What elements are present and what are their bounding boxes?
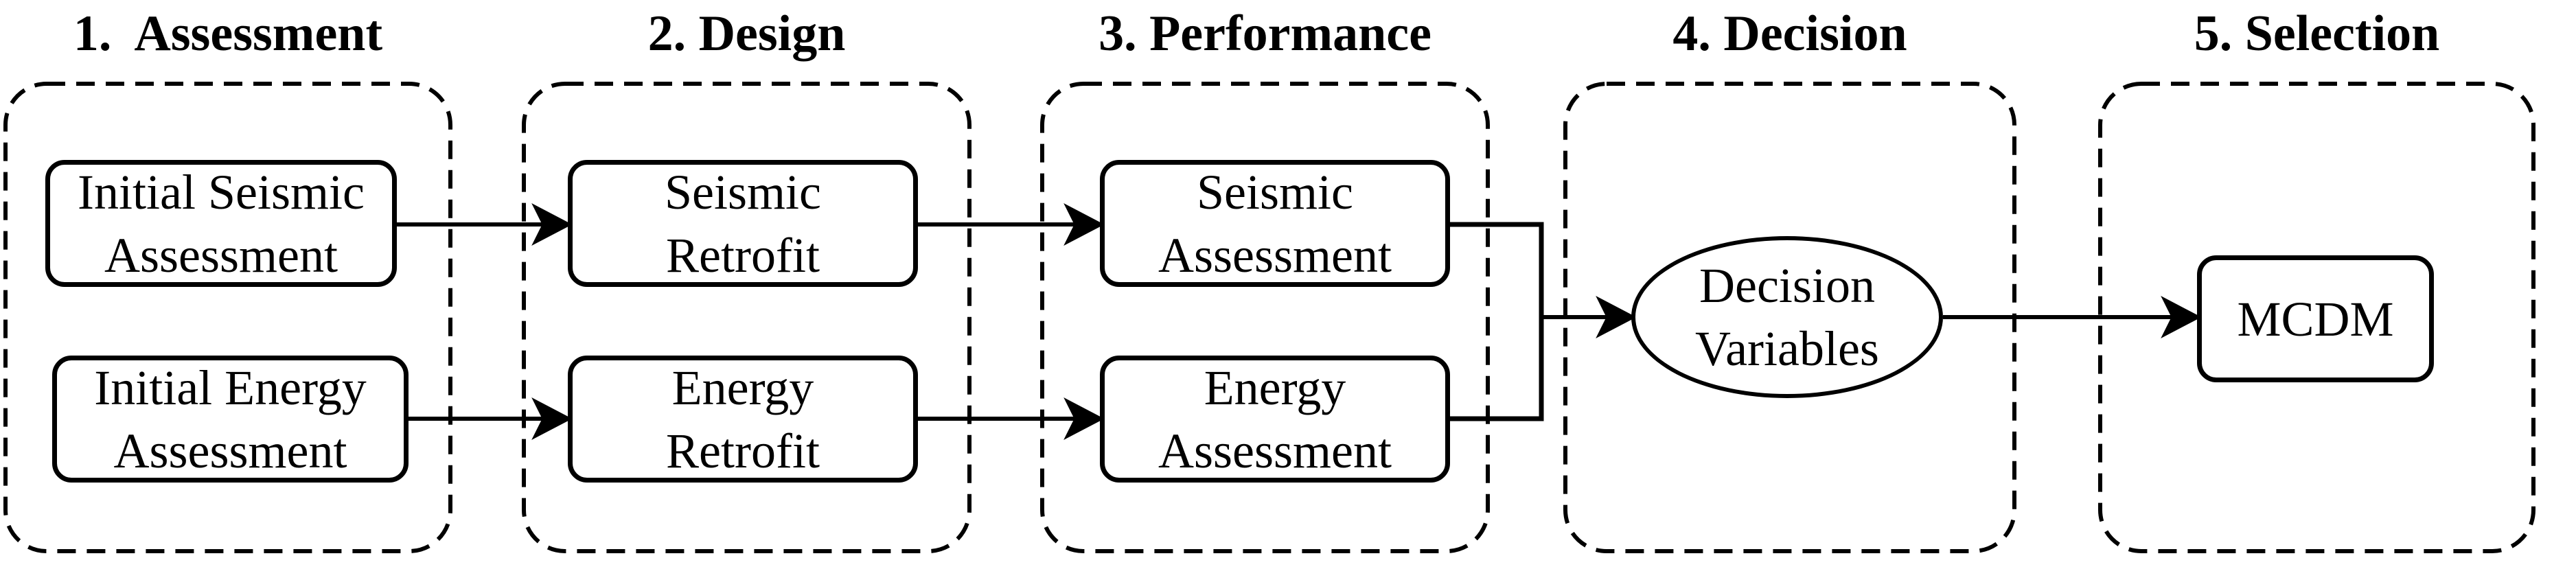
node-seismic-retrofit: Seismic Retrofit xyxy=(568,160,918,287)
arrow-merge-to-decision-variables xyxy=(1541,296,1637,338)
node-energy-retrofit: Energy Retrofit xyxy=(568,356,918,483)
stage-title-decision: 4. Decision xyxy=(1672,5,1907,62)
stage-frame-performance xyxy=(1040,82,1490,553)
arrow-decision-variables-to-mcdm xyxy=(1943,296,2202,338)
arrow-initial-seismic-to-seismic-retrofit xyxy=(397,203,573,246)
stage-title-design: 2. Design xyxy=(647,5,846,62)
arrow-seismic-retrofit-to-seismic-assessment xyxy=(918,203,1105,246)
node-initial-seismic-assessment: Initial Seismic Assessment xyxy=(45,160,397,287)
node-mcdm: MCDM xyxy=(2197,255,2434,382)
stage-title-assessment: 1. Assessment xyxy=(73,5,383,62)
node-seismic-assessment: Seismic Assessment xyxy=(1100,160,1450,287)
node-energy-assessment: Energy Assessment xyxy=(1100,356,1450,483)
stage-title-selection: 5. Selection xyxy=(2194,5,2440,62)
stage-title-performance: 3. Performance xyxy=(1099,5,1431,62)
stage-frame-design xyxy=(522,82,971,553)
arrow-energy-retrofit-to-energy-assessment xyxy=(918,397,1105,440)
stage-frame-selection xyxy=(2098,82,2535,553)
stage-frame-assessment xyxy=(3,82,452,553)
arrow-initial-energy-to-energy-retrofit xyxy=(409,397,573,440)
merge-junction-connector xyxy=(1449,222,1544,421)
node-initial-energy-assessment: Initial Energy Assessment xyxy=(52,356,409,483)
node-decision-variables: Decision Variables xyxy=(1631,236,1943,398)
